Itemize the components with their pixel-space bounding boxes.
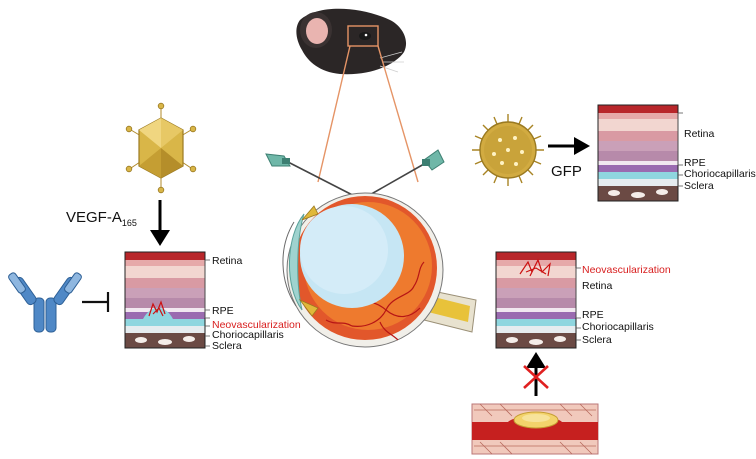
tissue-panel-top-right: Retina RPE Choriocapillaris Sclera	[597, 104, 756, 202]
label-retina: Retina	[582, 280, 613, 292]
label-rpe: RPE	[582, 309, 604, 321]
eye-cross-section	[282, 192, 477, 348]
virus-particle-icon	[472, 114, 544, 186]
zoom-line-right	[377, 45, 419, 183]
up-arrow-icon	[526, 352, 546, 396]
antibody-icon	[8, 272, 82, 333]
label-neovascularization: Neovascularization	[582, 264, 671, 276]
blood-vessel-icon	[471, 403, 599, 455]
aav-capsid-icon	[125, 102, 197, 194]
vegf-label: VEGF-A165	[66, 209, 137, 228]
label-sclera: Sclera	[212, 340, 242, 352]
label-neovascularization: Neovascularization	[212, 319, 301, 331]
label-sclera: Sclera	[684, 180, 714, 192]
right-arrow-icon	[548, 137, 590, 155]
label-rpe: RPE	[684, 157, 706, 169]
zoom-line-left	[317, 45, 351, 183]
inhibition-x-icon	[523, 365, 549, 389]
label-retina: Retina	[212, 255, 243, 267]
label-choriocapillaris: Choriocapillaris	[582, 321, 654, 333]
mouse-head	[296, 8, 407, 75]
gfp-label: GFP	[551, 163, 582, 180]
tissue-panel-left: Retina RPE Neovascularization Choriocapi…	[124, 251, 301, 352]
label-sclera: Sclera	[582, 334, 612, 346]
label-retina: Retina	[684, 128, 715, 140]
label-choriocapillaris: Choriocapillaris	[212, 329, 284, 341]
label-choriocapillaris: Choriocapillaris	[684, 168, 756, 180]
tissue-panel-bottom-right: Neovascularization Retina RPE Choriocapi…	[495, 251, 671, 349]
inhibition-icon	[82, 292, 110, 312]
down-arrow-icon	[150, 200, 170, 246]
label-rpe: RPE	[212, 305, 234, 317]
